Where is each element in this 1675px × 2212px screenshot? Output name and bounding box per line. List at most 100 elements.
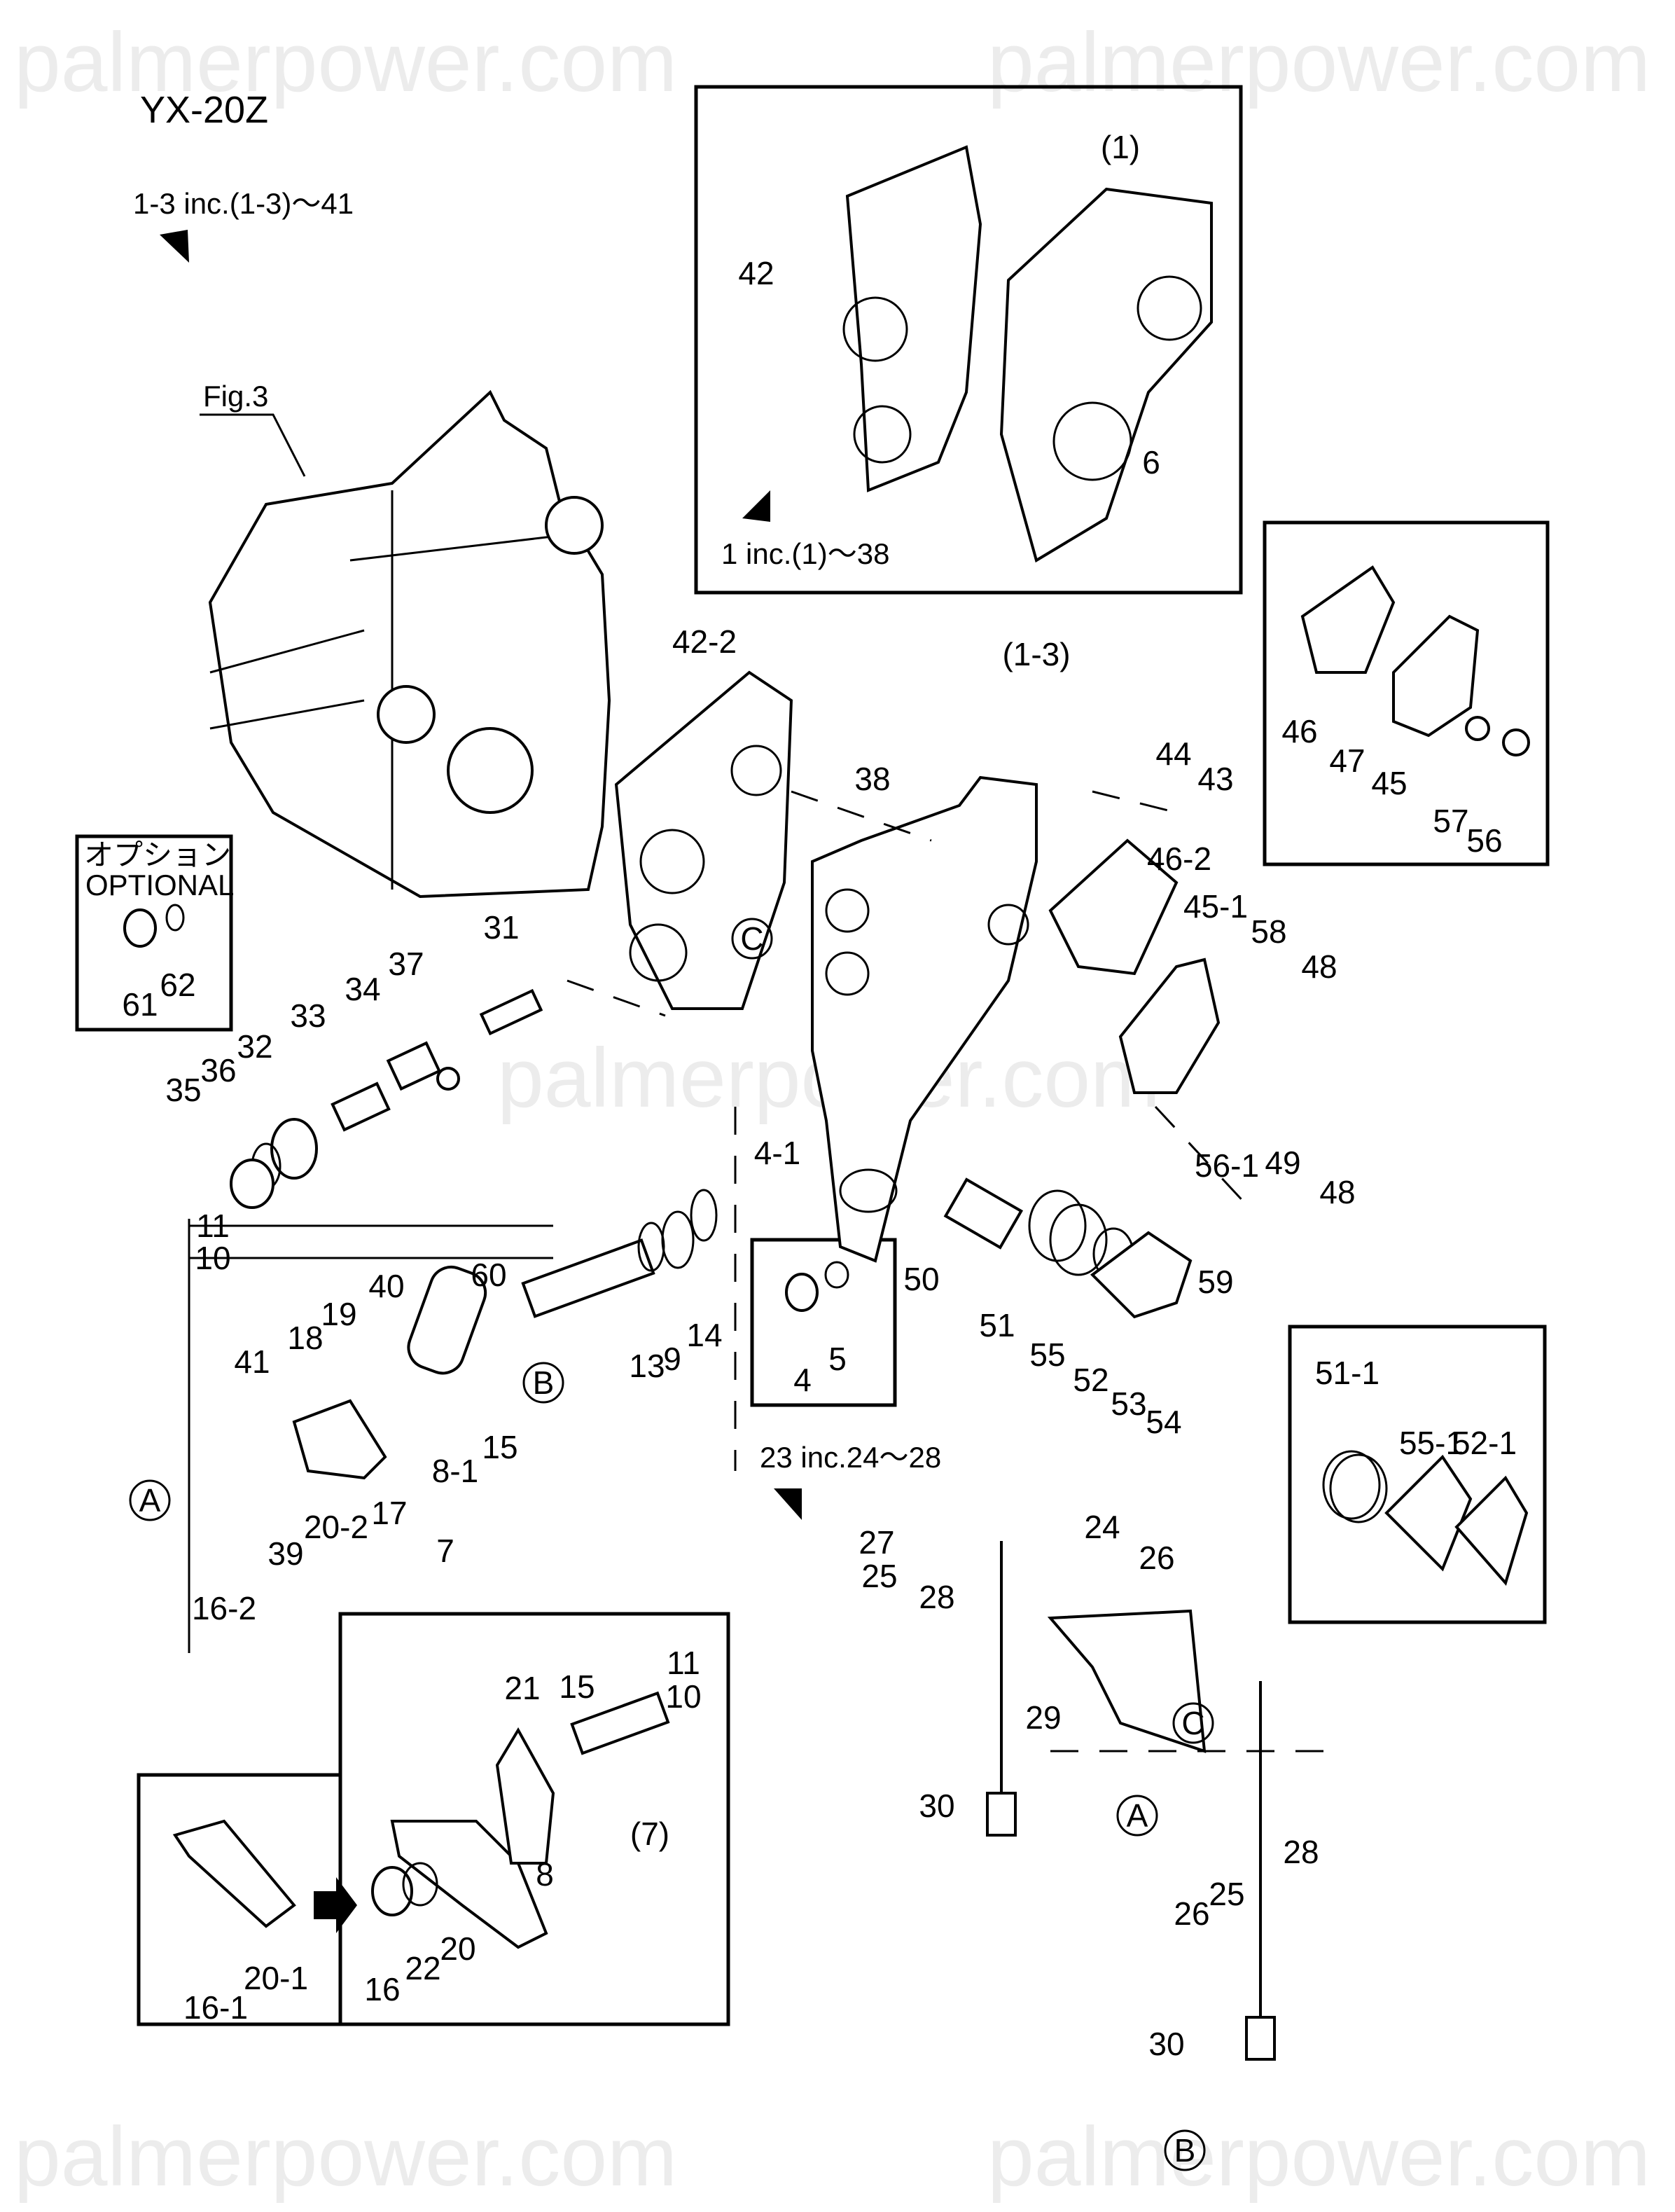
callout-37: 37 xyxy=(388,946,424,982)
callout-31: 31 xyxy=(483,909,519,946)
callout-14: 14 xyxy=(686,1317,722,1353)
ref-circle-label: C xyxy=(1181,1705,1204,1741)
callout-30: 30 xyxy=(1148,2026,1184,2062)
detail-box-1 xyxy=(694,85,1243,595)
callout-62: 62 xyxy=(160,967,195,1003)
callout-60: 60 xyxy=(471,1257,506,1293)
callout-4: 4 xyxy=(793,1362,812,1398)
ref-circle-icon xyxy=(1116,1795,1158,1837)
callout-8-1: 8-1 xyxy=(432,1453,478,1489)
callout-26: 26 xyxy=(1174,1895,1209,1932)
callout-45-1: 45-1 xyxy=(1183,888,1248,925)
ref-circle-icon xyxy=(1172,1702,1214,1744)
callout-6: 6 xyxy=(1142,444,1160,481)
fig-ref: Fig.3 xyxy=(203,380,268,413)
callout-18: 18 xyxy=(287,1320,323,1356)
callout-36: 36 xyxy=(200,1052,236,1088)
cover-46-2-45-1 xyxy=(1048,838,1221,1094)
transmission-housing xyxy=(208,389,611,899)
watermark: palmerpower.com xyxy=(14,2110,677,2204)
callout-48: 48 xyxy=(1301,948,1337,985)
callout-24: 24 xyxy=(1084,1509,1120,1545)
callout-39: 39 xyxy=(267,1535,303,1572)
callout-p1p: (1) xyxy=(1101,129,1140,165)
callout-46: 46 xyxy=(1281,713,1317,749)
view-arrow-icon xyxy=(742,490,770,522)
callout-32: 32 xyxy=(237,1028,272,1065)
callout-28: 28 xyxy=(919,1579,954,1615)
optional-plug xyxy=(123,904,185,948)
callout-16-2: 16-2 xyxy=(192,1590,256,1626)
callout-15: 15 xyxy=(559,1668,595,1705)
callout-33: 33 xyxy=(290,997,326,1034)
callout-47: 47 xyxy=(1329,742,1365,779)
callout-27: 27 xyxy=(859,1524,894,1561)
assembly-note-1: 1 inc.(1)～38 xyxy=(721,537,889,570)
callout-41: 41 xyxy=(234,1343,270,1380)
callout-4-1: 4-1 xyxy=(754,1135,800,1171)
callout-17: 17 xyxy=(371,1495,407,1531)
gasket-42-2 xyxy=(614,670,793,1010)
callout-20: 20 xyxy=(440,1930,475,1967)
callout-55: 55 xyxy=(1029,1336,1065,1373)
detail-box-4-5 xyxy=(750,1238,897,1407)
ref-circle-label: C xyxy=(740,920,763,957)
callout-5: 5 xyxy=(828,1341,847,1377)
ref-circle-label: B xyxy=(533,1364,555,1401)
callout-26: 26 xyxy=(1139,1540,1174,1576)
callout-16-1: 16-1 xyxy=(183,1989,248,2026)
callout-52: 52 xyxy=(1073,1362,1108,1398)
callout-44: 44 xyxy=(1155,735,1191,772)
lever-detail xyxy=(172,1691,670,1949)
callout-49: 49 xyxy=(1265,1145,1300,1181)
ref-circle-icon xyxy=(129,1479,171,1521)
callout-19: 19 xyxy=(321,1296,356,1332)
callout-38: 38 xyxy=(854,761,890,797)
callout-48: 48 xyxy=(1319,1174,1355,1210)
linkage-rods xyxy=(986,1541,1276,2061)
callout-53: 53 xyxy=(1111,1385,1146,1422)
callout-13: 13 xyxy=(629,1348,665,1384)
callout-25: 25 xyxy=(861,1558,897,1594)
callout-11: 11 xyxy=(667,1645,700,1681)
callout-46-2: 46-2 xyxy=(1147,841,1211,877)
ref-circle-icon xyxy=(1164,2129,1206,2171)
callout-56-1: 56-1 xyxy=(1195,1147,1259,1184)
detail-45-parts xyxy=(1300,565,1530,756)
callout-59: 59 xyxy=(1197,1264,1233,1300)
callout-10: 10 xyxy=(195,1240,230,1276)
assembly-note-1-3: 1-3 inc.(1-3)～41 xyxy=(133,187,354,220)
callout-labels: (1)4264647455756616242-2(1-3)38444346-24… xyxy=(122,129,1517,2062)
callout-50: 50 xyxy=(903,1261,939,1297)
callout-29: 29 xyxy=(1025,1699,1061,1736)
callout-25: 25 xyxy=(1209,1876,1244,1912)
ref-circle-icon xyxy=(522,1362,564,1404)
watermark: palmerpower.com xyxy=(987,2110,1650,2204)
detail-1-body xyxy=(842,145,1213,563)
callout-9: 9 xyxy=(663,1341,681,1377)
callout-35: 35 xyxy=(165,1072,201,1108)
watermarks: palmerpower.com palmerpower.com palmerpo… xyxy=(14,15,1650,2204)
view-arrow-icon xyxy=(774,1488,802,1520)
callout-21: 21 xyxy=(504,1670,540,1706)
strainer-50-spring-51 xyxy=(943,1177,1193,1319)
optional-label-jp: オプション xyxy=(84,838,231,871)
callout-61: 61 xyxy=(122,986,158,1023)
callout-55-1: 55-1 xyxy=(1399,1425,1464,1461)
detail-box-45 xyxy=(1263,520,1550,866)
callout-p7p: (7) xyxy=(630,1816,669,1852)
callout-40: 40 xyxy=(368,1268,404,1304)
callout-20-2: 20-2 xyxy=(304,1509,368,1545)
watermark: palmerpower.com xyxy=(14,15,677,109)
spool-assembly xyxy=(292,1189,718,1480)
ref-circle-label: B xyxy=(1174,2132,1196,2169)
plug-4-5 xyxy=(785,1261,849,1312)
callout-10: 10 xyxy=(665,1678,701,1715)
detail-box-51-1 xyxy=(1288,1325,1547,1624)
arrow-left-icon xyxy=(314,1877,357,1933)
callout-43: 43 xyxy=(1197,761,1233,797)
fig-ref-leader xyxy=(200,413,306,477)
callout-54: 54 xyxy=(1146,1404,1181,1440)
